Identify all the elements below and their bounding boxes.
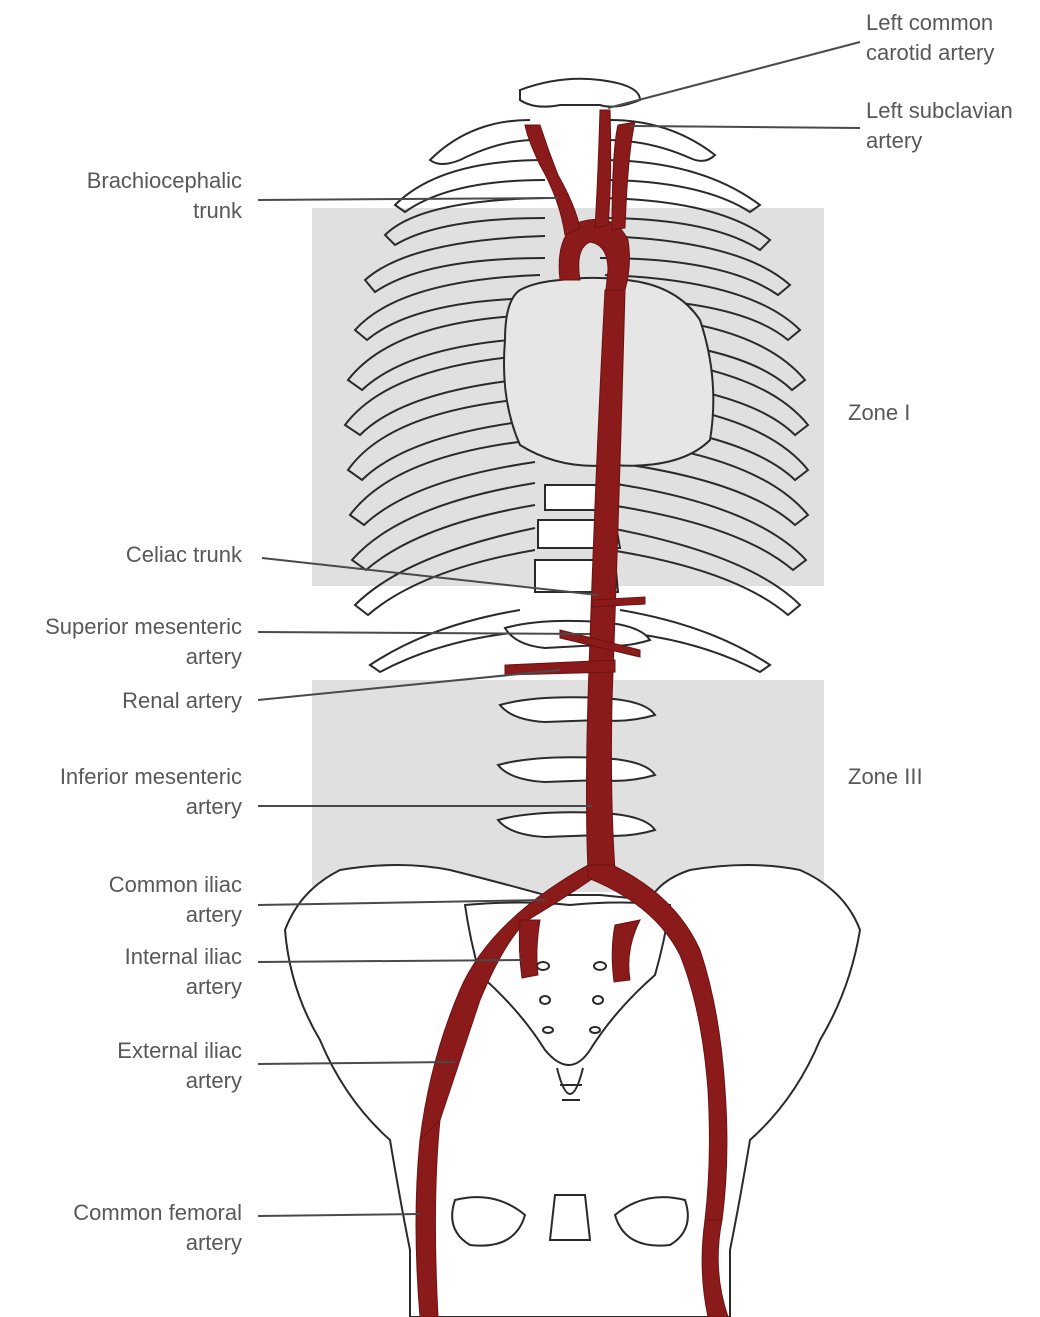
- label-left-common-carotid: Left common carotid artery: [866, 8, 994, 68]
- label-superior-mesenteric: Superior mesenteric artery: [0, 612, 242, 672]
- leader-common-femoral: [258, 1214, 420, 1216]
- label-common-iliac: Common iliac artery: [20, 870, 242, 930]
- label-left-subclavian: Left subclavian artery: [866, 96, 1013, 156]
- label-brachiocephalic: Brachiocephalic trunk: [20, 166, 242, 226]
- left-common-carotid: [595, 110, 611, 228]
- pubic-symphysis: [550, 1195, 590, 1240]
- label-internal-iliac: Internal iliac artery: [20, 942, 242, 1002]
- leader-left-common-carotid: [608, 42, 860, 108]
- lumbar-vertebra-2: [500, 697, 655, 722]
- rib-12-left: [370, 610, 520, 672]
- label-zone-1: Zone I: [848, 398, 910, 428]
- label-inferior-mesenteric: Inferior mesenteric artery: [0, 762, 242, 822]
- rib-1-left: [430, 120, 535, 164]
- label-external-iliac: External iliac artery: [20, 1036, 242, 1096]
- renal-arteries: [505, 660, 615, 675]
- internal-iliac-left: [519, 920, 540, 978]
- lumbar-vertebra-3: [498, 757, 655, 782]
- label-celiac: Celiac trunk: [20, 540, 242, 570]
- lumbar-vertebra-4: [498, 812, 655, 837]
- label-zone-3: Zone III: [848, 762, 923, 792]
- first-vertebra: [520, 79, 640, 107]
- label-common-femoral: Common femoral artery: [20, 1198, 242, 1258]
- label-renal: Renal artery: [20, 686, 242, 716]
